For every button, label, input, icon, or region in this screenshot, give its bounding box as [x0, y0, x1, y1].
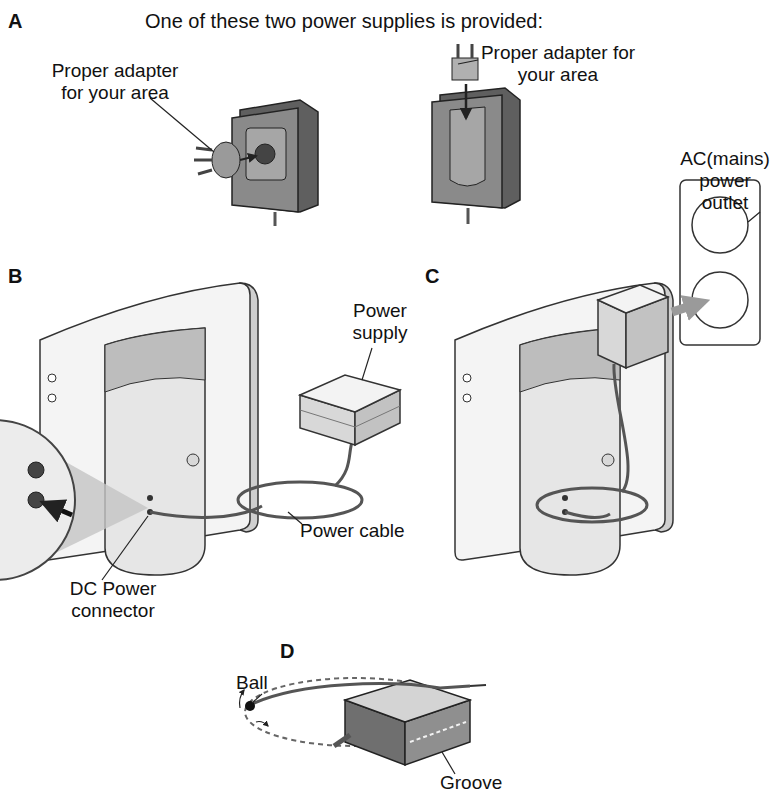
round-plug-power-supply [246, 128, 286, 180]
panel-heading: One of these two power supplies is provi… [145, 10, 665, 33]
connector-zoom [44, 503, 72, 515]
cable-wrap [470, 685, 486, 686]
part-label: Power cable [300, 520, 430, 542]
power-supply [672, 303, 700, 312]
connector-zoom [28, 492, 44, 508]
blade-plug-power-supply [458, 44, 472, 58]
power-cable [614, 364, 628, 492]
leader-lines [102, 516, 148, 580]
round-plug-power-supply [212, 142, 240, 178]
power-supply [300, 375, 400, 412]
leader-lines [150, 98, 214, 152]
round-plug-power-supply [255, 144, 275, 164]
power-cable [150, 442, 362, 518]
round-plug-power-supply [194, 148, 212, 174]
part-label: Ball [236, 672, 286, 694]
part-label: AC(mains) power outlet [675, 148, 775, 214]
round-plug-power-supply [194, 100, 318, 226]
part-label: Groove [440, 772, 520, 794]
panel-letter: C [425, 265, 455, 288]
part-label: Power supply [330, 300, 430, 344]
leader-lines [442, 752, 455, 774]
cable-wrap [245, 701, 255, 711]
blade-plug-power-supply [467, 208, 470, 224]
speaker-rear-view [455, 283, 673, 575]
cable-wrap [252, 684, 470, 704]
leader-lines [288, 512, 302, 524]
panel-letter: B [8, 265, 38, 288]
cable-wrap [256, 722, 268, 727]
leader-lines [252, 694, 262, 703]
part-label: Proper adapter for your area [478, 42, 638, 86]
power-cable [238, 482, 362, 518]
blade-plug-power-supply [452, 58, 478, 80]
round-plug-power-supply [274, 212, 277, 226]
power-supply [300, 375, 400, 445]
power-cable [537, 488, 647, 522]
leader-lines [102, 60, 760, 774]
power-cable [565, 512, 610, 518]
leader-lines [748, 212, 760, 222]
power-supply [598, 285, 700, 368]
panel-letter: A [8, 10, 38, 33]
round-plug-power-supply [232, 108, 298, 212]
blade-plug-power-supply [450, 107, 485, 186]
cable-wrap [410, 722, 466, 742]
speaker-rear-view [455, 283, 673, 575]
panel-letter: D [280, 640, 310, 663]
connector-zoom [0, 420, 148, 580]
connector-zoom [0, 420, 75, 580]
cable-wrap [334, 735, 350, 746]
connector-zoom [28, 462, 44, 478]
power-supply [598, 285, 668, 313]
blade-plug-power-supply [432, 44, 520, 224]
leader-lines [362, 348, 372, 380]
leader-lines [458, 60, 478, 64]
cable-wrap [240, 678, 487, 765]
part-label: DC Power connector [58, 578, 168, 622]
power-cable [335, 442, 352, 486]
wall-outlet [692, 272, 748, 328]
blade-plug-power-supply [465, 84, 468, 118]
power-supply [300, 406, 400, 427]
power-cable [537, 364, 647, 522]
part-label: Proper adapter for your area [40, 60, 190, 104]
round-plug-power-supply [240, 156, 256, 160]
